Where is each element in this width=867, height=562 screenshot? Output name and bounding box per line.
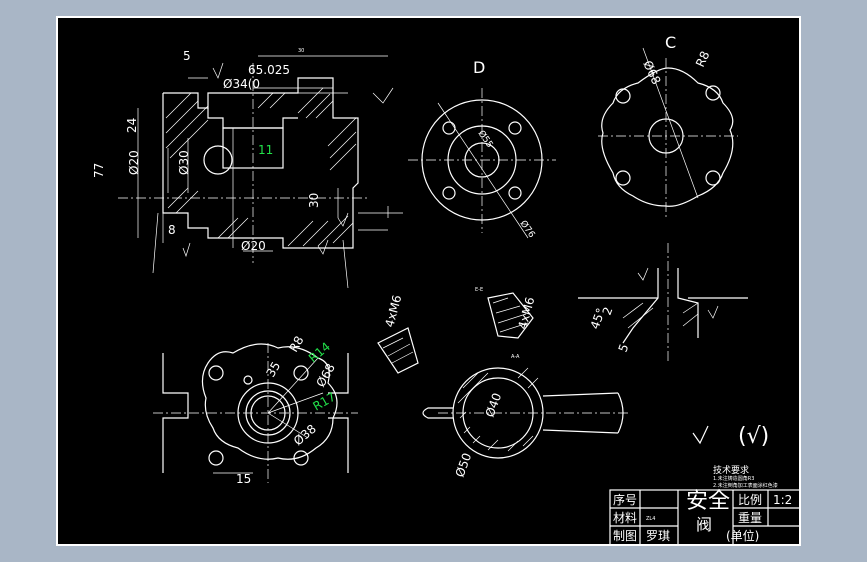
tb-weight: 重量	[738, 511, 762, 525]
bottom-view: 35 R8 R14 Ø68 R17 Ø38 15	[153, 334, 358, 486]
dim-68v: Ø68	[313, 361, 337, 389]
dim-20a: Ø20	[127, 150, 141, 175]
dim-24: 24	[125, 118, 139, 133]
thread-detail-right: E-E 4xM6	[475, 287, 537, 339]
dim-5b: 5	[616, 342, 632, 354]
dim-30a: Ø30	[177, 150, 191, 175]
roughness-symbol: (√)	[738, 424, 769, 449]
section-a-label: A-A	[511, 354, 520, 360]
detail-right: 45° 2 5	[578, 243, 748, 363]
dim-30-top: 30	[298, 48, 304, 54]
tb-scale-label: 比例	[738, 493, 762, 507]
dim-r14: R14	[306, 339, 333, 365]
dim-40: Ø40	[483, 391, 505, 419]
notes-line-2: 2.未注倒角加工表面涂红色漆	[713, 482, 778, 489]
tb-name-2: 阀	[696, 515, 712, 534]
notes-line-1: 1.未注铸造圆角R3	[713, 475, 754, 482]
tb-drawn: 制图	[613, 529, 637, 543]
thread-detail-left: 4xM6	[377, 294, 419, 374]
dim-76: Ø76	[518, 218, 538, 240]
dim-5: 5	[183, 49, 191, 63]
view-c: C Ø68 R8	[598, 33, 738, 218]
cad-drawing: 5 30 65.025 Ø34(0 24 77 Ø20 Ø30 30 Ø20 8…	[92, 33, 801, 546]
view-d-label: D	[473, 58, 485, 77]
dim-r8c: R8	[693, 49, 712, 69]
dim-77: 77	[92, 163, 106, 178]
technical-notes: 技术要求 1.未注铸造圆角R3 2.未注倒角加工表面涂红色漆	[713, 464, 778, 489]
tb-name-1: 安全	[686, 489, 730, 514]
dim-20b: Ø20	[241, 239, 266, 253]
dim-68c: Ø68	[640, 58, 663, 86]
dim-r8v: R8	[286, 334, 306, 355]
title-block: 序号 材料 ZL4 制图 罗琪 安全 阀 比例 1:2 重量 (单位)	[609, 489, 801, 546]
dim-34: Ø34(0	[223, 77, 260, 91]
dim-11: 11	[258, 143, 273, 157]
dim-2: 2	[600, 305, 616, 317]
notes-title: 技术要求	[713, 464, 749, 476]
tb-material-value: ZL4	[646, 516, 655, 522]
dim-15: 15	[236, 472, 251, 486]
tb-author: 罗琪	[646, 529, 670, 543]
dim-50: Ø50	[453, 451, 475, 479]
view-c-label: C	[665, 33, 676, 52]
dim-45deg: 45°	[588, 306, 608, 331]
dim-m6a: 4xM6	[382, 294, 404, 329]
tb-unit: (单位)	[726, 528, 759, 543]
dim-30b: 30	[307, 193, 321, 208]
tb-material: 材料	[613, 511, 637, 525]
general-roughness: (√)	[692, 424, 769, 449]
dim-35: 35	[263, 359, 283, 379]
front-section-view: 5 30 65.025 Ø34(0 24 77 Ø20 Ø30 30 Ø20 8…	[92, 48, 403, 289]
section-a-a: A-A Ø40 Ø50	[422, 354, 628, 479]
dim-8: 8	[168, 223, 176, 237]
section-e-label: E-E	[475, 287, 483, 293]
dim-65: 65.025	[248, 63, 290, 77]
drawing-sheet: 5 30 65.025 Ø34(0 24 77 Ø20 Ø30 30 Ø20 8…	[56, 16, 801, 546]
tb-scale-value: 1:2	[773, 493, 792, 507]
tb-seq: 序号	[613, 492, 637, 507]
